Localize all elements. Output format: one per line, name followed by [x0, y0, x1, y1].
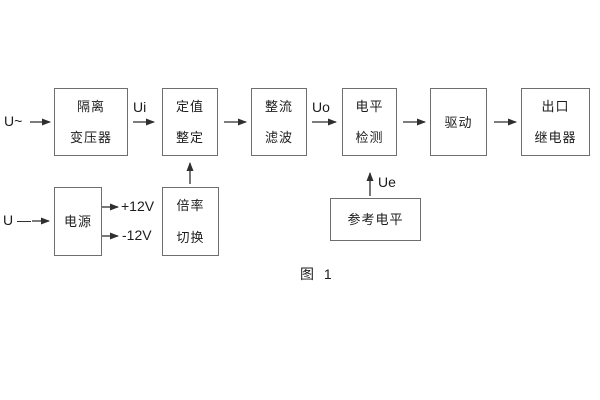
block-isolation-transformer: 隔离 变压器	[54, 88, 128, 156]
block-label-line: 检测	[355, 130, 384, 145]
block-label-line: 驱动	[444, 114, 473, 130]
block-output-relay: 出口 继电器	[521, 88, 590, 156]
block-label-line: 整流	[264, 99, 293, 114]
block-label-line: 定值	[175, 99, 204, 114]
block-label-line: 倍率	[176, 198, 205, 213]
block-label-line: 电平	[355, 99, 384, 114]
label-ue: Ue	[378, 174, 396, 190]
block-setting-adjust: 定值 整定	[162, 88, 218, 156]
block-rectifier-filter: 整流 滤波	[251, 88, 307, 156]
block-power-supply: 电源	[54, 187, 102, 256]
block-ratio-switch: 倍率 切换	[162, 187, 219, 256]
label-minus-12v: -12V	[122, 227, 152, 243]
label-plus-12v: +12V	[121, 198, 155, 214]
block-reference-level: 参考电平	[330, 198, 421, 241]
block-label-line: 出口	[541, 99, 570, 114]
block-label-line: 继电器	[534, 130, 577, 145]
block-label-line: 整定	[175, 130, 204, 145]
label-uo: Uo	[312, 99, 330, 115]
block-driver: 驱动	[430, 88, 487, 156]
label-ac-input: U~	[4, 113, 23, 129]
block-label-line: 切换	[176, 230, 205, 245]
block-label-line: 滤波	[264, 130, 293, 145]
block-label-line: 参考电平	[347, 212, 404, 227]
block-level-detect: 电平 检测	[342, 88, 397, 156]
figure-caption: 图 1	[300, 266, 335, 282]
label-dc-input: U —	[3, 212, 31, 228]
block-label-line: 隔离	[76, 99, 105, 114]
block-label-line: 变压器	[69, 130, 112, 145]
label-ui: Ui	[133, 99, 147, 115]
block-label-line: 电源	[63, 214, 92, 229]
